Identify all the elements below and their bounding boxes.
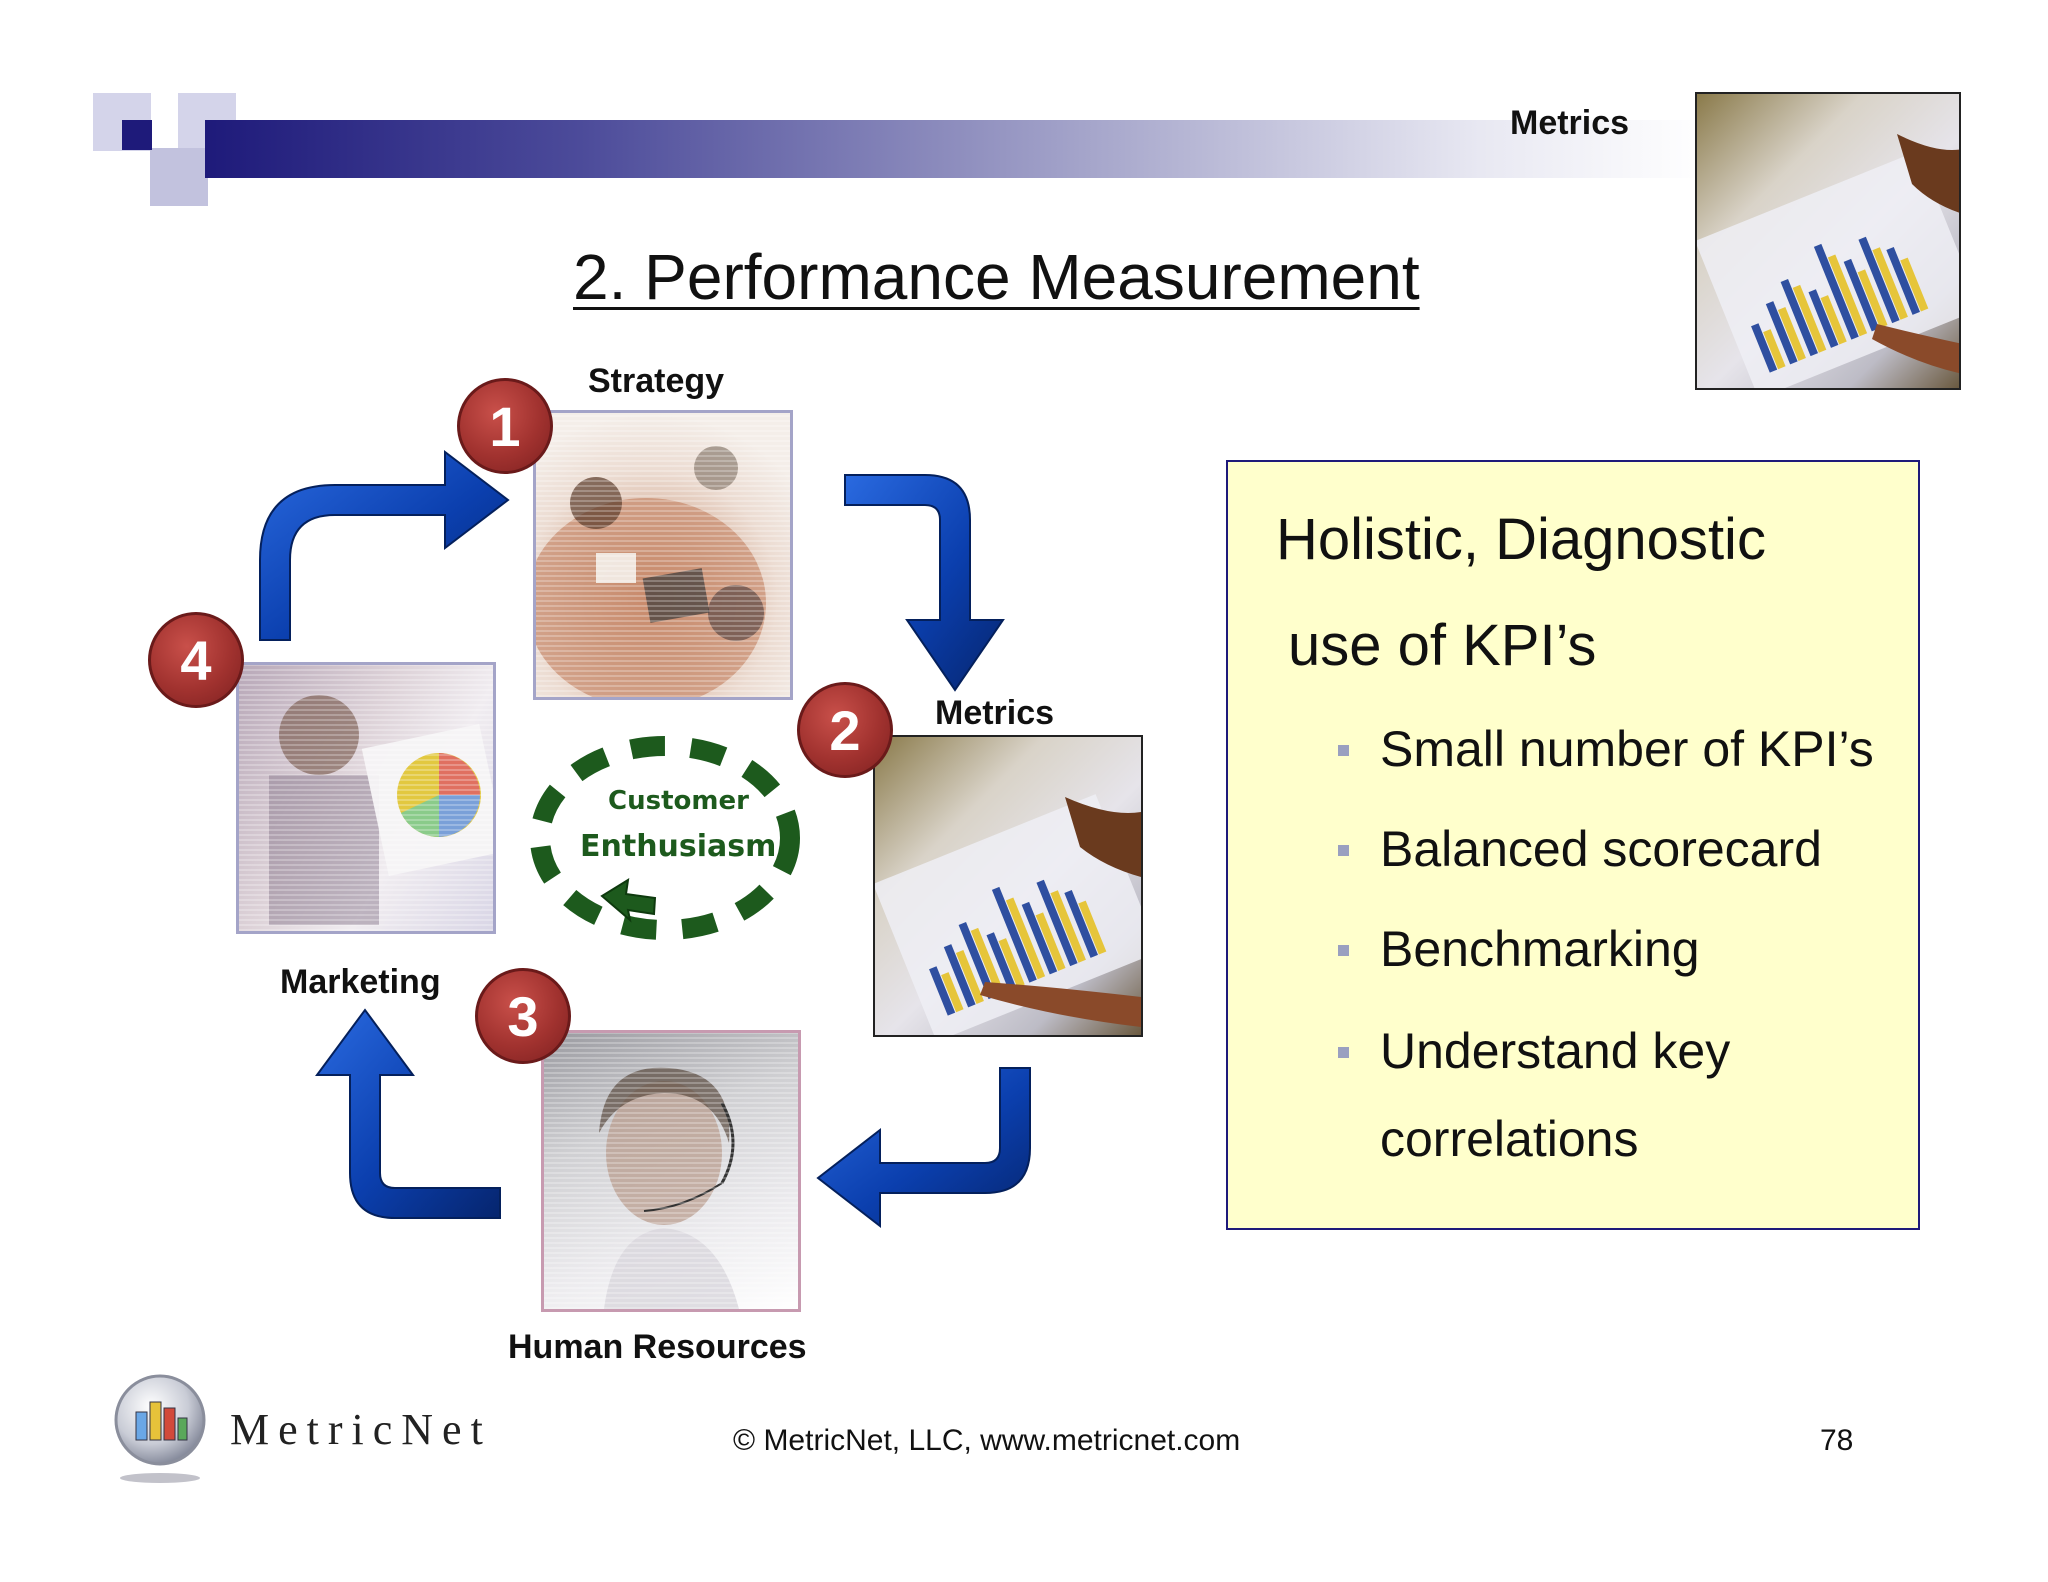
bullet-correlations: correlations	[1380, 1111, 1639, 1167]
step-badge-4: 4	[148, 612, 244, 708]
bullet-marker	[1338, 845, 1349, 856]
label-metrics: Metrics	[935, 694, 1055, 732]
arrow-hr-to-marketing	[315, 1008, 501, 1219]
header-gradient-bar	[205, 120, 1705, 178]
center-text-enthusiasm: Enthusiasm	[580, 829, 777, 864]
customer-enthusiasm-ring	[530, 736, 800, 940]
label-strategy: Strategy	[588, 362, 725, 400]
human-resources-photo	[541, 1030, 801, 1312]
label-human-resources: Human Resources	[508, 1328, 807, 1366]
bullet-marker	[1338, 945, 1349, 956]
step-badge-2: 2	[797, 682, 893, 778]
footer-copyright: © MetricNet, LLC, www.metricnet.com	[733, 1424, 1241, 1457]
page-number: 78	[1820, 1424, 1854, 1457]
bullet-marker	[1338, 1047, 1349, 1058]
center-text-customer: Customer	[608, 786, 749, 816]
strategy-photo	[533, 410, 793, 700]
metricnet-logo-icon	[114, 1374, 206, 1483]
step-badge-1: 1	[457, 378, 553, 474]
bullet-benchmarking: Benchmarking	[1380, 921, 1700, 977]
metrics-chart-photo	[1695, 92, 1961, 390]
arrow-strategy-to-metrics	[844, 474, 1005, 692]
bullet-marker	[1338, 745, 1349, 756]
bullet-small-number-kpis: Small number of KPI’s	[1380, 721, 1874, 777]
arrow-marketing-to-strategy	[259, 449, 510, 641]
page-title: 2. Performance Measurement	[573, 241, 1420, 313]
cycle-arrows	[259, 449, 1031, 1229]
label-marketing: Marketing	[280, 963, 441, 1001]
arrow-metrics-to-hr	[816, 1067, 1031, 1229]
box-heading-line2: use of KPI’s	[1288, 613, 1597, 678]
bullet-understand-key: Understand key	[1380, 1023, 1731, 1079]
metricnet-logo-text: MetricNet	[230, 1405, 492, 1454]
section-label: Metrics	[1510, 104, 1630, 142]
metrics-photo	[873, 735, 1143, 1037]
marketing-photo	[236, 662, 496, 934]
kpi-summary-box: Holistic, Diagnostic use of KPI’s Small …	[1226, 460, 1920, 1230]
bullet-balanced-scorecard: Balanced scorecard	[1380, 821, 1822, 877]
box-heading-line1: Holistic, Diagnostic	[1276, 507, 1766, 572]
step-badge-3: 3	[475, 968, 571, 1064]
